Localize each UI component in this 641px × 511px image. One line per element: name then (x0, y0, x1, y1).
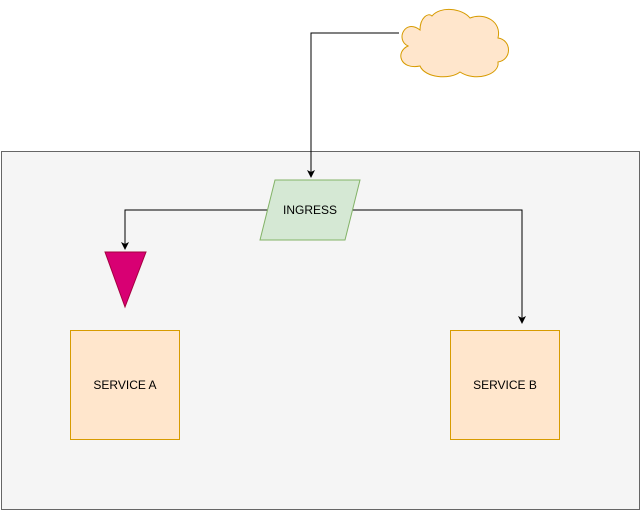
service-b-box: SERVICE B (450, 330, 560, 440)
service-a-label: SERVICE A (93, 378, 157, 392)
edge-ingress-to-service-b (350, 209, 526, 324)
cloud-icon (400, 9, 509, 78)
edge-ingress-to-service-a (121, 209, 270, 250)
service-a-box: SERVICE A (70, 330, 180, 440)
service-b-label: SERVICE B (473, 378, 537, 392)
ingress-shape (259, 179, 361, 241)
edge-internet-to-ingress (307, 32, 399, 178)
triangle-down-icon (104, 251, 147, 309)
ingress-label: INGRESS (282, 203, 337, 217)
